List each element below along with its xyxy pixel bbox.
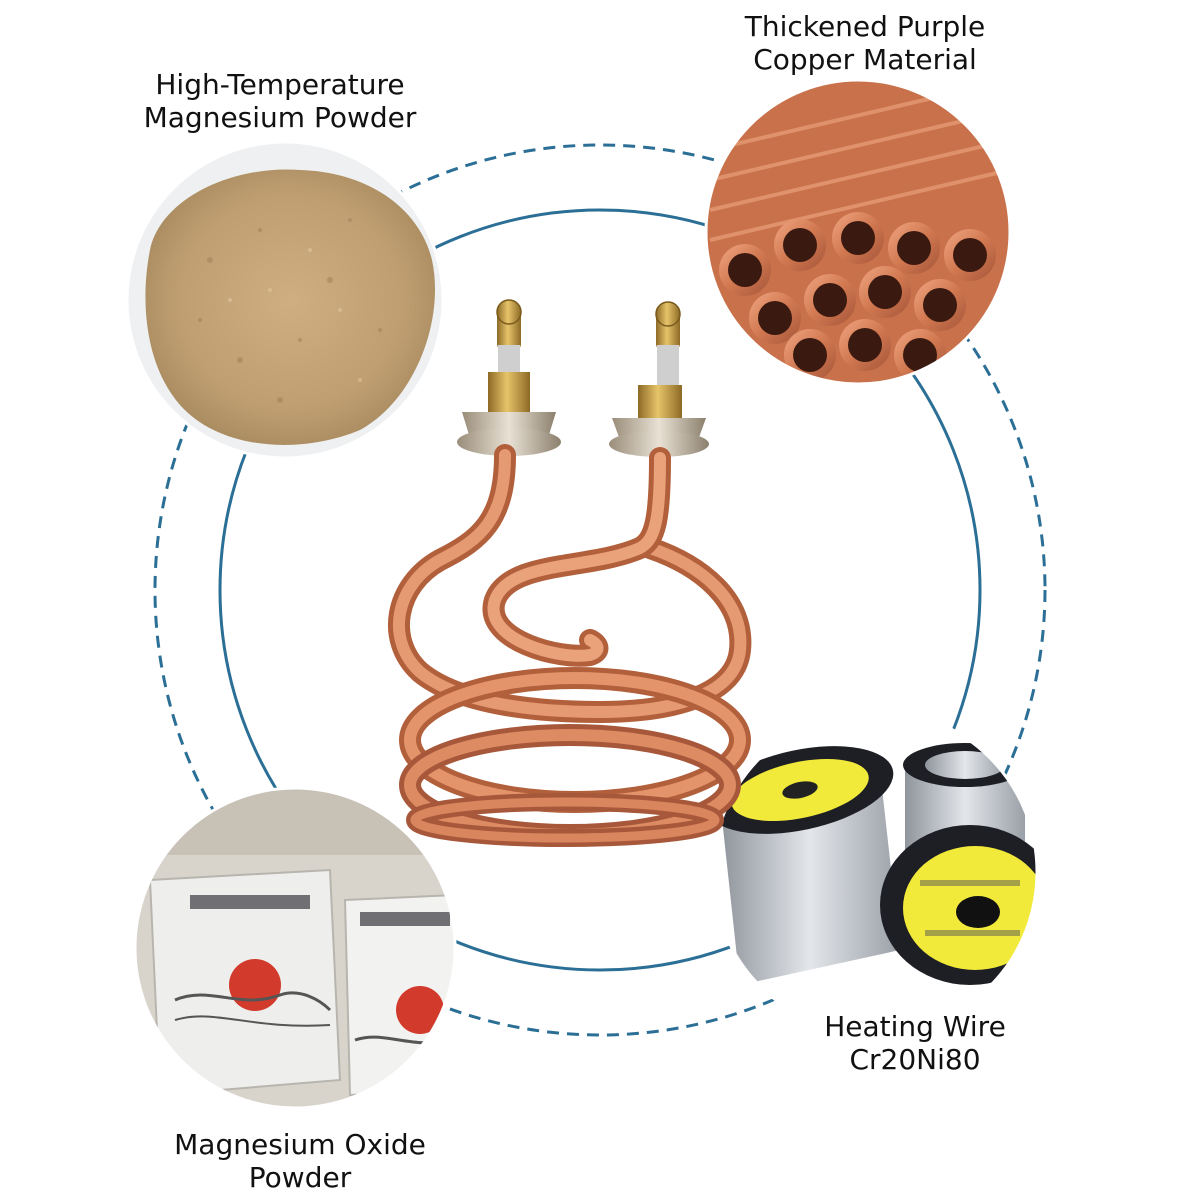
background-rings <box>153 143 1047 1037</box>
magnesium-oxide-bags-photo-border <box>133 786 457 1110</box>
label-heating-wire-line2: Cr20Ni80 <box>849 1043 981 1076</box>
label-magnesium-oxide-line2: Powder <box>248 1161 352 1194</box>
label-magnesium-powder: High-Temperature Magnesium Powder <box>130 68 430 134</box>
left-terminal <box>457 299 561 456</box>
label-copper-material-line2: Copper Material <box>753 43 977 76</box>
copper-tubes-photo-border <box>704 78 1012 386</box>
heating-wire-spools-photo <box>713 710 1037 1034</box>
spool-front-right <box>880 825 1037 985</box>
label-magnesium-oxide-line1: Magnesium Oxide <box>174 1128 426 1161</box>
label-heating-wire: Heating Wire Cr20Ni80 <box>770 1010 1060 1076</box>
label-magnesium-powder-line1: High-Temperature <box>155 68 405 101</box>
label-magnesium-oxide: Magnesium Oxide Powder <box>150 1128 450 1194</box>
label-copper-material: Thickened Purple Copper Material <box>705 10 1025 76</box>
right-terminal <box>609 301 709 457</box>
label-magnesium-powder-line2: Magnesium Powder <box>143 101 417 134</box>
heating-wire-spools-photo-border <box>711 708 1039 1036</box>
copper-tube-ends <box>719 212 996 381</box>
inner-solid-ring <box>218 208 982 972</box>
magnesium-oxide-bags-photo <box>135 788 455 1108</box>
label-heating-wire-line1: Heating Wire <box>824 1010 1006 1043</box>
bag-left <box>148 868 342 1097</box>
magnesium-powder-photo-border <box>125 140 445 460</box>
outer-dashed-ring <box>153 143 1047 1037</box>
magnesium-powder-photo <box>127 142 443 458</box>
copper-tubes-photo <box>706 80 1010 384</box>
spool-front-left <box>713 746 900 985</box>
copper-heating-element <box>388 299 752 847</box>
label-copper-material-line1: Thickened Purple <box>744 10 986 43</box>
